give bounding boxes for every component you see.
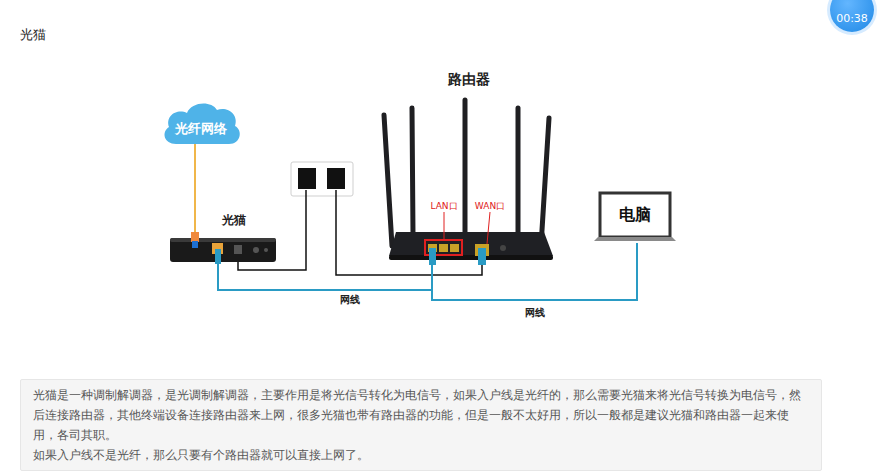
socket-plate xyxy=(291,162,353,196)
leader-line xyxy=(444,212,445,239)
power-port xyxy=(253,247,259,253)
note-box: 光猫是一种调制解调器，是光调制解调器，主要作用是将光信号转化为电信号，如果入户线… xyxy=(20,379,822,471)
router-body xyxy=(389,232,553,256)
socket-hole xyxy=(298,168,316,189)
cable-plug xyxy=(429,248,436,265)
node-text: 电脑 xyxy=(600,193,670,237)
phone-port xyxy=(234,245,242,254)
cable-plug xyxy=(478,248,486,265)
computer-device: 电脑 xyxy=(596,191,676,243)
cable-line xyxy=(218,264,432,290)
node-text: 如果入户线不是光纤，那么只要有个路由器就可以直接上网了。 xyxy=(33,445,809,465)
button xyxy=(264,248,268,252)
fiber-plug xyxy=(191,232,199,242)
monitor-screen xyxy=(600,193,670,237)
node-text: 光猫 xyxy=(222,212,246,229)
port-label: WAN口 xyxy=(475,200,505,213)
node-text: 00:38 xyxy=(836,12,868,32)
port xyxy=(450,244,459,252)
cable-label: 网线 xyxy=(338,293,362,307)
node-text: 路由器 xyxy=(448,71,490,89)
modem-body xyxy=(170,238,276,262)
modem-drawing xyxy=(168,232,278,264)
port xyxy=(439,244,448,252)
node-text: 光纤网络 xyxy=(155,100,247,138)
cable-label: 网线 xyxy=(523,306,547,320)
router-device: 路由器 xyxy=(383,98,555,265)
cloud-node: 光纤网络 xyxy=(155,100,247,146)
port-label: LAN口 xyxy=(430,200,457,213)
page-title: 光猫 xyxy=(20,26,46,44)
socket-hole xyxy=(327,168,345,189)
fiber-port xyxy=(192,241,198,248)
timer-badge: 00:38 xyxy=(830,0,874,32)
router-drawing xyxy=(383,98,555,265)
modem-device: 光猫 xyxy=(168,232,278,264)
router-base xyxy=(389,255,553,260)
monitor-base xyxy=(594,237,676,241)
cable-plug xyxy=(215,249,221,264)
antennas xyxy=(384,100,549,246)
power-port xyxy=(500,245,506,251)
node-text: 光猫是一种调制解调器，是光调制解调器，主要作用是将光信号转化为电信号，如果入户线… xyxy=(33,385,809,445)
leader-line xyxy=(487,212,490,244)
cable-line xyxy=(194,144,196,232)
modem-top xyxy=(170,238,276,242)
wall-socket xyxy=(291,162,353,196)
